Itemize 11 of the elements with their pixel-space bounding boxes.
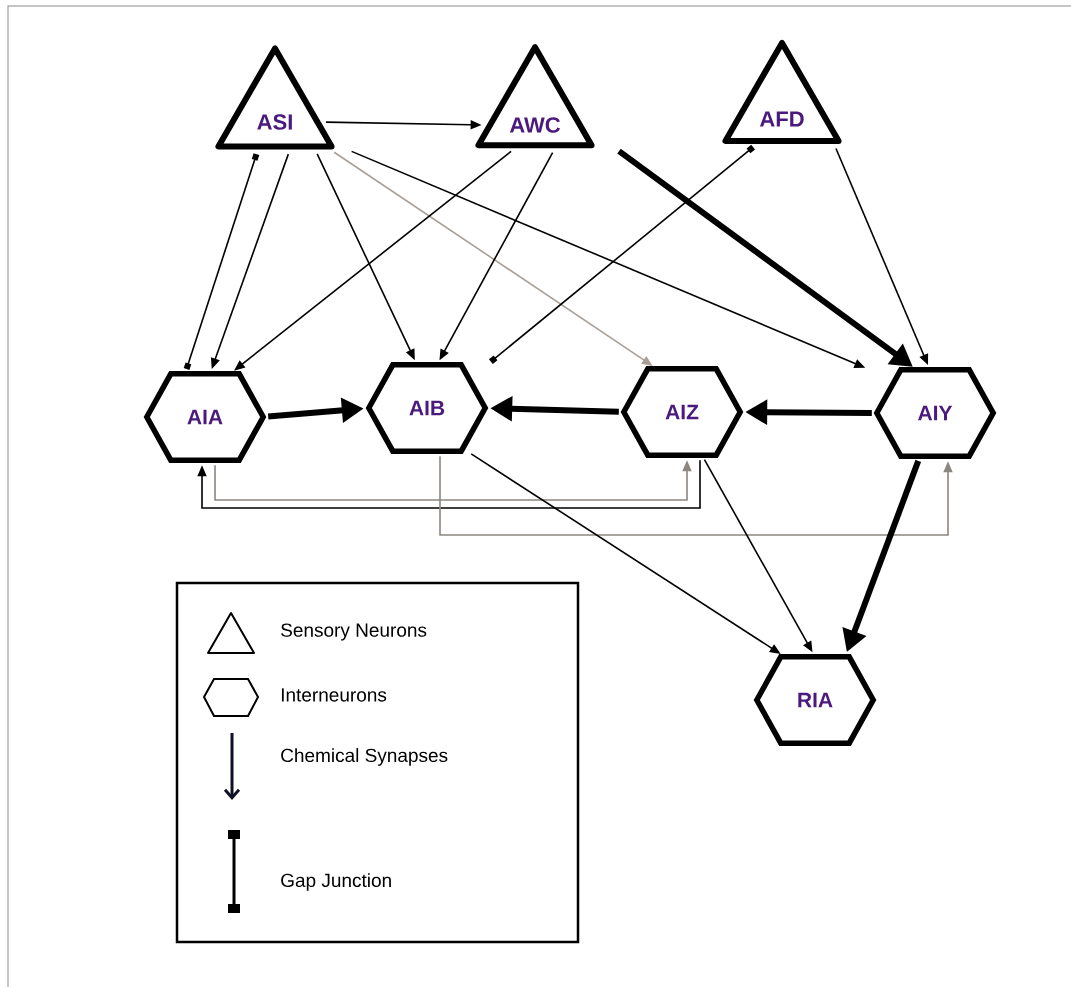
- gap-junction-line: [183, 153, 260, 370]
- sensory-neuron-triangle: ASI: [215, 45, 335, 150]
- legend-text: Chemical Synapses: [281, 748, 448, 766]
- synapse-arrow: [197, 459, 701, 509]
- synapse-arrow: [234, 150, 512, 371]
- sensory-neuron-triangle: AWC: [475, 44, 595, 149]
- sensory-neuron-triangle: AFD: [722, 39, 842, 144]
- legend-text: Interneurons: [281, 688, 387, 702]
- legend-text: Gap Junction: [281, 873, 391, 891]
- synapse-arrow: [439, 455, 953, 536]
- legend-text: Sensory Neurons: [281, 623, 427, 641]
